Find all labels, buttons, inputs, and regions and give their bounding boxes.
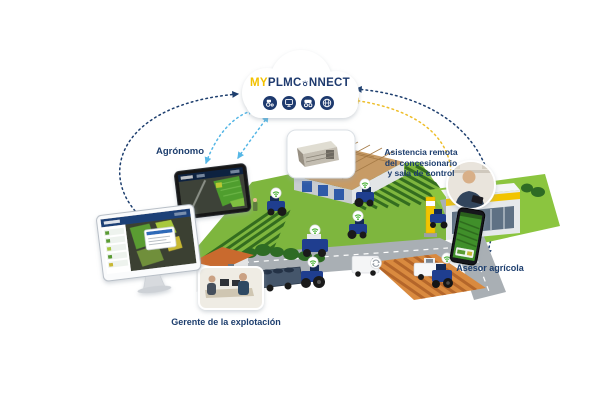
arc-cloud-to-agronomist xyxy=(204,108,256,165)
label-remote-assistance-line3: y sala de control xyxy=(387,168,455,178)
office-photo-card xyxy=(198,266,264,310)
barn-door xyxy=(302,181,312,192)
machine-photo-card xyxy=(286,129,356,179)
dealer-tractor xyxy=(430,209,448,229)
wifi-signal-icon xyxy=(307,256,319,268)
logo-my: MY xyxy=(250,77,268,89)
sync-arrows-icon xyxy=(370,257,382,269)
logo-nnect: NNECT xyxy=(308,77,350,89)
advisor-smartphone xyxy=(449,207,486,266)
arc-cloud-to-farm-manager xyxy=(119,91,240,219)
grape-harvester xyxy=(302,234,328,257)
vineyard-tractor xyxy=(267,196,287,216)
label-farm-manager: Gerente de la explotación xyxy=(171,317,281,327)
logo-plmc: PLMC xyxy=(267,77,302,89)
harvester-icon xyxy=(300,95,316,111)
wifi-signal-icon xyxy=(270,187,282,199)
vineyard-tractor xyxy=(354,187,374,207)
field-tractor xyxy=(432,264,453,288)
dealer-technician-photo xyxy=(446,160,496,210)
telemetry-badges xyxy=(270,178,453,269)
cloud-service-icons xyxy=(262,95,335,111)
label-remote-assistance-line2: del concesionario xyxy=(384,157,458,168)
vineyard-tractor xyxy=(347,219,367,239)
farm-manager-monitor xyxy=(96,204,202,294)
label-agronomist: Agrónomo xyxy=(155,146,205,157)
label-remote-assistance: Asistencia remota del concesionario y sa… xyxy=(372,147,470,179)
label-remote-assistance-line1: Asistencia remota xyxy=(384,147,458,157)
tractor-icon xyxy=(262,95,278,111)
wifi-signal-icon xyxy=(359,178,371,190)
tablet-app-toolbar xyxy=(177,167,244,182)
barn-door xyxy=(334,189,344,200)
monitor-app-header xyxy=(100,208,191,228)
side-road-centerline xyxy=(454,201,491,295)
wifi-signal-icon xyxy=(309,224,321,236)
display-icon xyxy=(281,95,297,111)
connect-o-icon xyxy=(302,80,308,86)
globe-icon xyxy=(319,95,335,111)
barn-door xyxy=(318,185,328,196)
wifi-signal-icon xyxy=(352,210,364,222)
agronomist-tablet xyxy=(174,163,252,220)
arc-cloud-to-agronomist-2 xyxy=(237,115,269,159)
myplmconnect-cloud xyxy=(242,50,359,118)
tractor-with-trailer xyxy=(257,265,325,292)
arc-cloud-to-control-room xyxy=(351,97,455,186)
label-advisor: Asesor agrícola xyxy=(456,263,524,273)
